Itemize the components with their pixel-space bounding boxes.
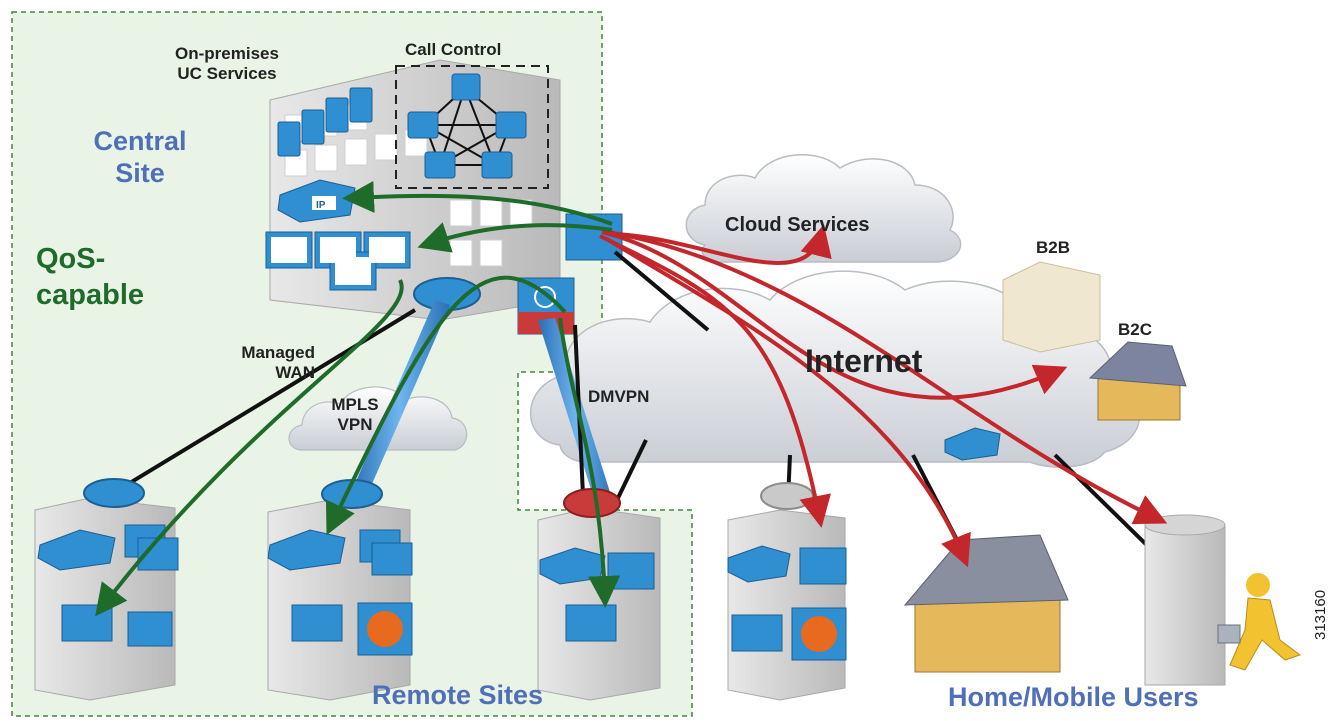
b2c-label: B2C — [1118, 320, 1153, 339]
house-icon — [1088, 341, 1187, 421]
router-icon — [760, 482, 814, 510]
mpls-cloud — [288, 386, 468, 451]
red-flows — [599, 224, 1168, 568]
b2b-label: B2B — [1036, 238, 1071, 257]
home-mobile-users-label: Home/Mobile Users — [948, 682, 1199, 712]
ip-phone-icon: IP — [277, 179, 356, 223]
qos-capable-label: QoS- capable — [36, 243, 144, 311]
call-control-label: Call Control — [405, 40, 502, 59]
on-premises-label: On-premises UC Services — [175, 44, 279, 83]
internet-label: Internet — [805, 343, 923, 379]
browser-icon — [357, 602, 847, 661]
mpls-tunnel — [350, 300, 450, 500]
central-site-label: Central Site — [93, 126, 187, 188]
mpls-vpn-label: MPLS VPN — [331, 395, 379, 434]
router-icon — [563, 488, 621, 518]
dmvpn-label: DMVPN — [588, 387, 650, 406]
cloud-services-label: Cloud Services — [725, 214, 870, 236]
building-icon — [1002, 261, 1101, 353]
mobile-user-icon — [1217, 573, 1302, 671]
remote-sites-label: Remote Sites — [372, 680, 544, 710]
green-flows — [95, 180, 621, 617]
server-icon — [407, 73, 527, 179]
call-control-box — [395, 65, 549, 189]
router-icon — [83, 478, 145, 508]
house-icon — [903, 534, 1069, 673]
video-screen — [271, 237, 405, 285]
switch-icon — [565, 213, 623, 261]
server-icon — [277, 87, 373, 157]
ip-phone-icon — [37, 427, 1001, 585]
cloud-services-cloud — [685, 153, 962, 263]
managed-wan-label: Managed WAN — [241, 343, 315, 382]
svg-text:IP: IP — [316, 200, 326, 211]
video-endpoint-icon — [124, 524, 847, 590]
dmvpn-tunnel — [538, 318, 615, 512]
building-icon — [1144, 514, 1226, 686]
figure-id: 313160 — [1312, 589, 1329, 640]
